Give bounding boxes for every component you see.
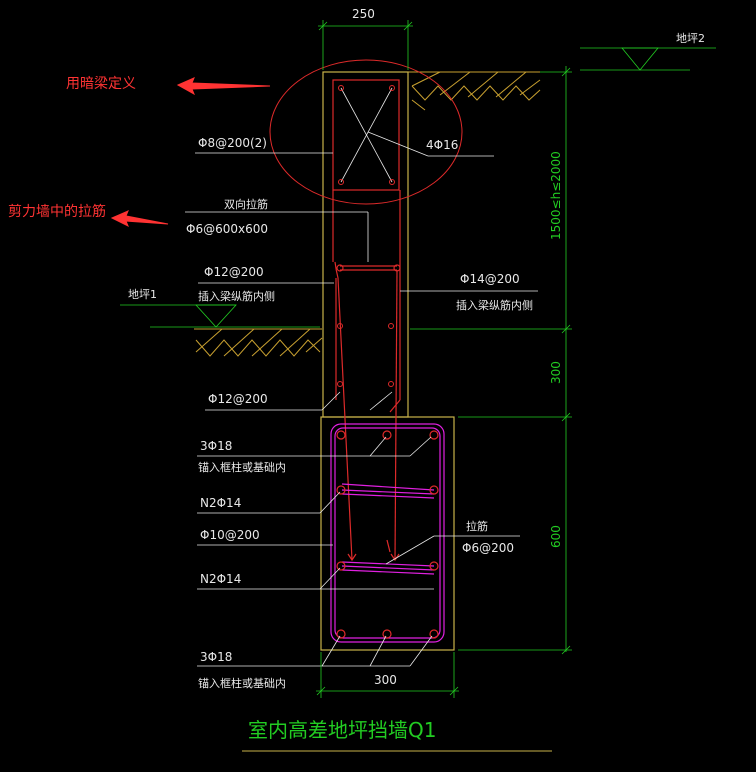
dimension-lines	[120, 20, 716, 698]
wall-rebar-dots	[337, 323, 394, 387]
soil-hatch-right	[408, 71, 541, 111]
label-left-vertical-lower: Φ12@200	[208, 392, 268, 406]
dim-top-width: 250	[352, 7, 375, 21]
label-right-vertical: Φ14@200	[460, 272, 520, 286]
drawing-title: 室内高差地坪挡墙Q1	[248, 718, 436, 742]
label-bottom-bars: 3Φ18	[200, 650, 232, 664]
label-left-vertical: Φ12@200	[204, 265, 264, 279]
label-tie-title: 拉筋	[466, 519, 488, 533]
label-base-stirrup: Φ10@200	[200, 528, 260, 542]
level-floor2-label: 地坪2	[676, 32, 705, 45]
hidden-beam	[332, 79, 400, 191]
label-left-vertical-note: 插入梁纵筋内侧	[198, 289, 275, 303]
label-beam-bars: 4Φ16	[426, 138, 458, 152]
rebar-end-arrows	[347, 539, 400, 562]
soil-hatch-left	[194, 328, 323, 357]
dim-upper-height: 1500≤h≤2000	[549, 151, 563, 240]
label-waist-bars-1: N2Φ14	[200, 496, 241, 510]
label-double-tie-spec: Φ6@600x600	[186, 222, 268, 236]
wall-vertical-rebars	[332, 190, 401, 561]
dim-lower-height: 600	[549, 525, 563, 548]
annotation-arrows	[110, 77, 271, 228]
dim-mid-height: 300	[549, 361, 563, 384]
label-top-bars-note: 锚入框柱或基础内	[198, 460, 286, 474]
foundation-stirrups	[330, 423, 445, 643]
concrete-outline	[320, 71, 455, 651]
hidden-beam-annotation: 用暗梁定义	[66, 76, 136, 92]
label-double-tie-title: 双向拉筋	[224, 197, 268, 211]
label-bottom-bars-note: 锚入框柱或基础内	[198, 676, 286, 690]
label-tie-spec: Φ6@200	[462, 541, 514, 555]
label-beam-stirrup: Φ8@200(2)	[198, 136, 267, 150]
foundation-rebars	[336, 430, 439, 639]
foundation-beam	[320, 416, 455, 651]
label-waist-bars-2: N2Φ14	[200, 572, 241, 586]
label-top-bars: 3Φ18	[200, 439, 232, 453]
wall-tie-bar	[336, 264, 401, 272]
label-right-vertical-note: 插入梁纵筋内侧	[456, 298, 533, 312]
leader-lines	[185, 131, 538, 667]
hidden-beam-highlight-ellipse	[269, 59, 463, 205]
level-floor1-label: 地坪1	[128, 288, 157, 301]
dim-bottom-width: 300	[374, 673, 397, 687]
tie-bar-annotation: 剪力墙中的拉筋	[8, 203, 106, 220]
